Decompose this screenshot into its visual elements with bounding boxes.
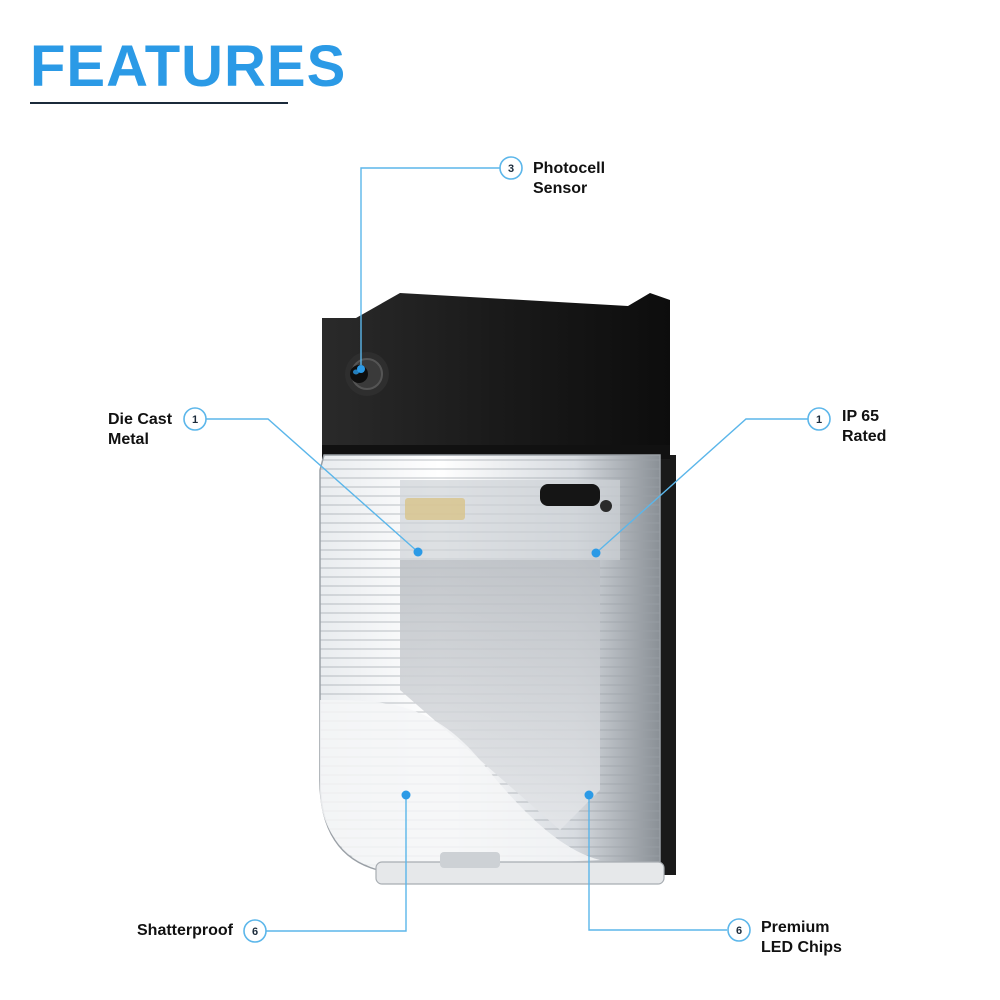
badge-shatterproof-number: 6 [252, 926, 258, 938]
badge-photocell: 3 [499, 156, 523, 180]
label-led-chips-line2: LED Chips [761, 939, 842, 956]
label-die-cast-line2: Metal [108, 431, 149, 448]
label-led-chips: Premium LED Chips [761, 918, 842, 958]
label-die-cast: Die Cast Metal [108, 410, 172, 450]
badge-die-cast-number: 1 [192, 414, 198, 426]
label-shatterproof: Shatterproof [137, 921, 233, 941]
label-die-cast-line1: Die Cast [108, 411, 173, 428]
label-photocell-line2: Sensor [533, 180, 588, 197]
badge-ip65: 1 [807, 407, 831, 431]
title-underline [30, 102, 288, 104]
badge-led-chips-number: 6 [736, 925, 742, 937]
badge-die-cast: 1 [183, 407, 207, 431]
label-photocell: Photocell Sensor [533, 159, 605, 199]
badge-led-chips: 6 [727, 918, 751, 942]
badge-ip65-number: 1 [816, 414, 822, 426]
photocell-sensor [345, 352, 389, 396]
badge-photocell-number: 3 [508, 163, 514, 175]
label-ip65-line1: IP 65 [842, 408, 880, 425]
label-photocell-line1: Photocell [533, 160, 606, 177]
callout-lines [206, 167, 808, 932]
page-title: FEATURES [30, 34, 347, 99]
label-ip65: IP 65 Rated [842, 407, 886, 447]
label-led-chips-line1: Premium [761, 919, 830, 936]
lens [319, 454, 665, 885]
callout-dots [357, 365, 601, 800]
label-ip65-line2: Rated [842, 428, 887, 445]
badge-shatterproof: 6 [243, 919, 267, 943]
label-shatterproof-line1: Shatterproof [137, 922, 233, 939]
